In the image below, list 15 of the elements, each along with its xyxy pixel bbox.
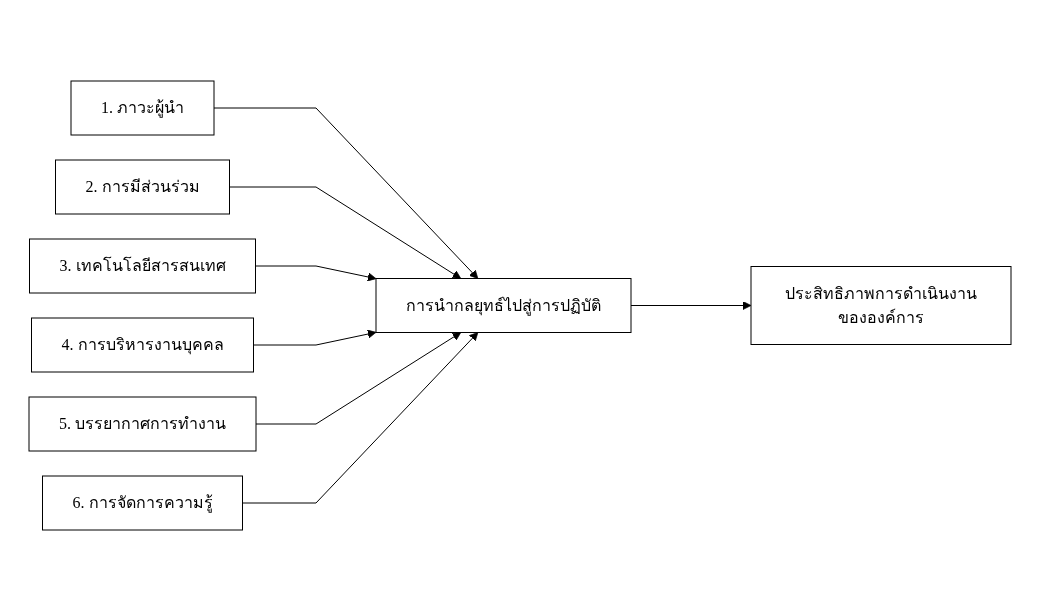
- arrow: [630, 300, 751, 310]
- arrow: [254, 265, 376, 281]
- node-box: 3. เทคโนโลยีสารสนเทศ: [28, 238, 256, 293]
- arrow: [255, 331, 461, 424]
- arrow: [252, 329, 376, 345]
- arrow: [228, 186, 461, 279]
- arrow: [213, 107, 478, 279]
- arrow: [241, 331, 478, 503]
- node-box: ประสิทธิภาพการดำเนินงานขององค์การ: [750, 265, 1011, 345]
- node-box: การนำกลยุทธ์ไปสู่การปฏิบัติ: [375, 277, 631, 333]
- node-box: 1. ภาวะผู้นำ: [70, 80, 214, 135]
- node-box: 4. การบริหารงานบุคคล: [30, 317, 254, 372]
- node-box: 5. บรรยากาศการทำงาน: [28, 396, 256, 451]
- node-box: 6. การจัดการความรู้: [41, 475, 243, 530]
- node-box: 2. การมีส่วนร่วม: [54, 159, 230, 214]
